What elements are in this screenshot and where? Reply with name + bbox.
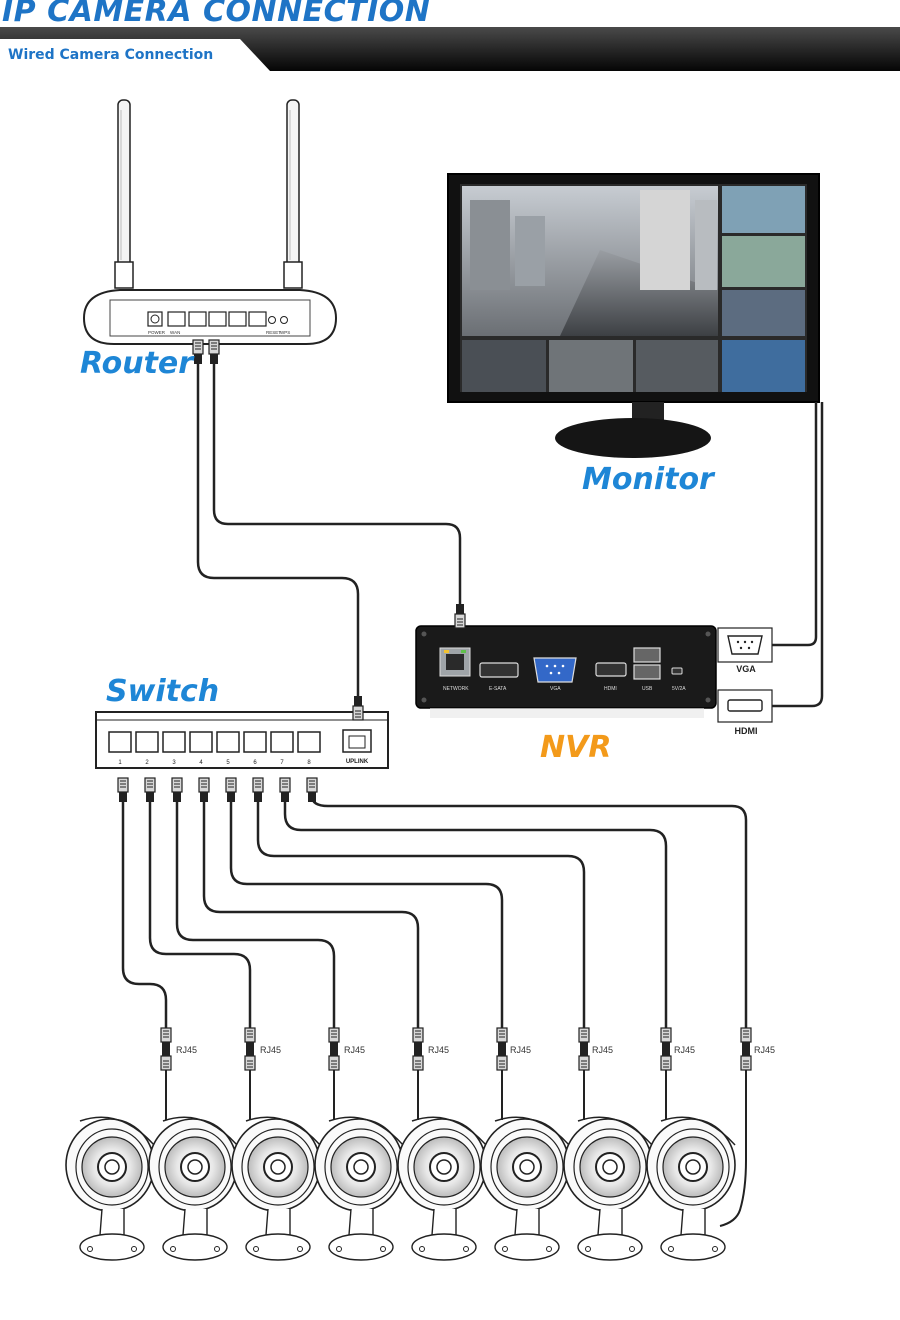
rj45-label: RJ45 [344, 1045, 366, 1055]
rj45-plug-icon [306, 777, 318, 803]
rj45-plug-icon [160, 1045, 172, 1071]
cameras [65, 1116, 736, 1261]
monitor-vga-input [717, 627, 773, 663]
cable-nvr-vga-to-monitor [772, 402, 818, 647]
rj45-plug-icon [578, 1045, 590, 1071]
rj45-plug-icon [198, 777, 210, 803]
rj45-label: RJ45 [428, 1045, 450, 1055]
cable-switch-port-7 [283, 800, 668, 1030]
hdmi-port-label: HDMI [734, 726, 758, 736]
rj45-label: RJ45 [674, 1045, 696, 1055]
router-port-label: RESET [266, 330, 281, 335]
rj45-plug-icon [496, 1045, 508, 1071]
rj45-plug-icon [225, 777, 237, 803]
router-label: Router [80, 346, 194, 381]
bullet-camera-icon [231, 1116, 321, 1261]
switch-port-number: 7 [280, 760, 284, 766]
cable-switch-port-6 [256, 800, 586, 1030]
cable-switch-port-3 [175, 800, 336, 1030]
router-device: POWER WAN RESET WPS [82, 99, 338, 345]
cable-router-to-nvr [212, 355, 462, 608]
monitor-hdmi-input [717, 689, 773, 723]
rj45-label: RJ45 [510, 1045, 532, 1055]
router-port-label: WPS [280, 330, 290, 335]
switch-port-number: 2 [145, 760, 149, 766]
rj45-plug-icon [454, 603, 466, 629]
cable-nvr-hdmi-to-monitor [772, 402, 824, 708]
monitor-device [447, 173, 820, 458]
rj45-plug-icon [244, 1045, 256, 1071]
bullet-camera-icon [646, 1116, 736, 1261]
switch-port-number: 5 [226, 760, 230, 766]
nvr-port-label: HDMI [604, 686, 617, 692]
bullet-camera-icon [397, 1116, 487, 1261]
nvr-port-label: E-SATA [489, 686, 507, 692]
monitor-label: Monitor [582, 462, 714, 497]
nvr-port-label: USB [642, 686, 653, 692]
nvr-label: NVR [540, 730, 612, 765]
rj45-plug-icon [117, 777, 129, 803]
nvr-port-label: VGA [550, 686, 561, 692]
rj45-plug-icon [412, 1045, 424, 1071]
rj45-plug-icon [740, 1045, 752, 1071]
switch-port-number: 6 [253, 760, 257, 766]
switch-port-number: 4 [199, 760, 203, 766]
nvr-port-label: 5V/2A [672, 686, 686, 692]
cable-switch-port-4 [202, 800, 420, 1030]
rj45-plug-icon [192, 339, 204, 365]
switch-device: 1 2 3 4 5 6 7 8 UPLINK [95, 711, 389, 769]
switch-port-number: 1 [118, 760, 122, 766]
rj45-label: RJ45 [754, 1045, 776, 1055]
switch-uplink-label: UPLINK [346, 759, 369, 765]
rj45-plug-icon [252, 777, 264, 803]
rj45-label: RJ45 [176, 1045, 198, 1055]
bullet-camera-icon [314, 1116, 404, 1261]
rj45-plug-icon [660, 1045, 672, 1071]
switch-ports [108, 731, 321, 753]
switch-label: Switch [106, 674, 220, 709]
cable-switch-port-5 [229, 800, 504, 1030]
rj45-plug-icon [171, 777, 183, 803]
rj45-plug-icon [328, 1045, 340, 1071]
switch-port-number: 3 [172, 760, 176, 766]
bullet-camera-icon [148, 1116, 238, 1261]
rj45-plug-icon [144, 777, 156, 803]
bullet-camera-icon [65, 1116, 155, 1261]
router-port-label: POWER [148, 330, 166, 335]
page-subtitle: Wired Camera Connection [8, 47, 214, 63]
bullet-camera-icon [563, 1116, 653, 1261]
switch-port-number: 8 [307, 760, 311, 766]
nvr-port-label: NETWORK [443, 686, 469, 692]
rj45-label: RJ45 [260, 1045, 282, 1055]
bullet-camera-icon [480, 1116, 570, 1261]
cable-switch-port-1 [121, 800, 168, 1030]
router-antenna-right [283, 99, 303, 289]
rj45-plug-icon [208, 339, 220, 365]
cable-router-to-switch [196, 355, 360, 700]
cable-switch-port-2 [148, 800, 252, 1030]
router-port-label: WAN [170, 330, 180, 335]
vga-port-label: VGA [736, 664, 756, 674]
page-title: IP CAMERA CONNECTION [2, 0, 431, 29]
router-antenna-left [114, 99, 134, 289]
rj45-label: RJ45 [592, 1045, 614, 1055]
header-banner [0, 27, 900, 71]
rj45-plug-icon [352, 695, 364, 721]
rj45-plug-icon [279, 777, 291, 803]
nvr-device: NETWORK E-SATA VGA HDMI USB 5V/2A [415, 625, 717, 718]
